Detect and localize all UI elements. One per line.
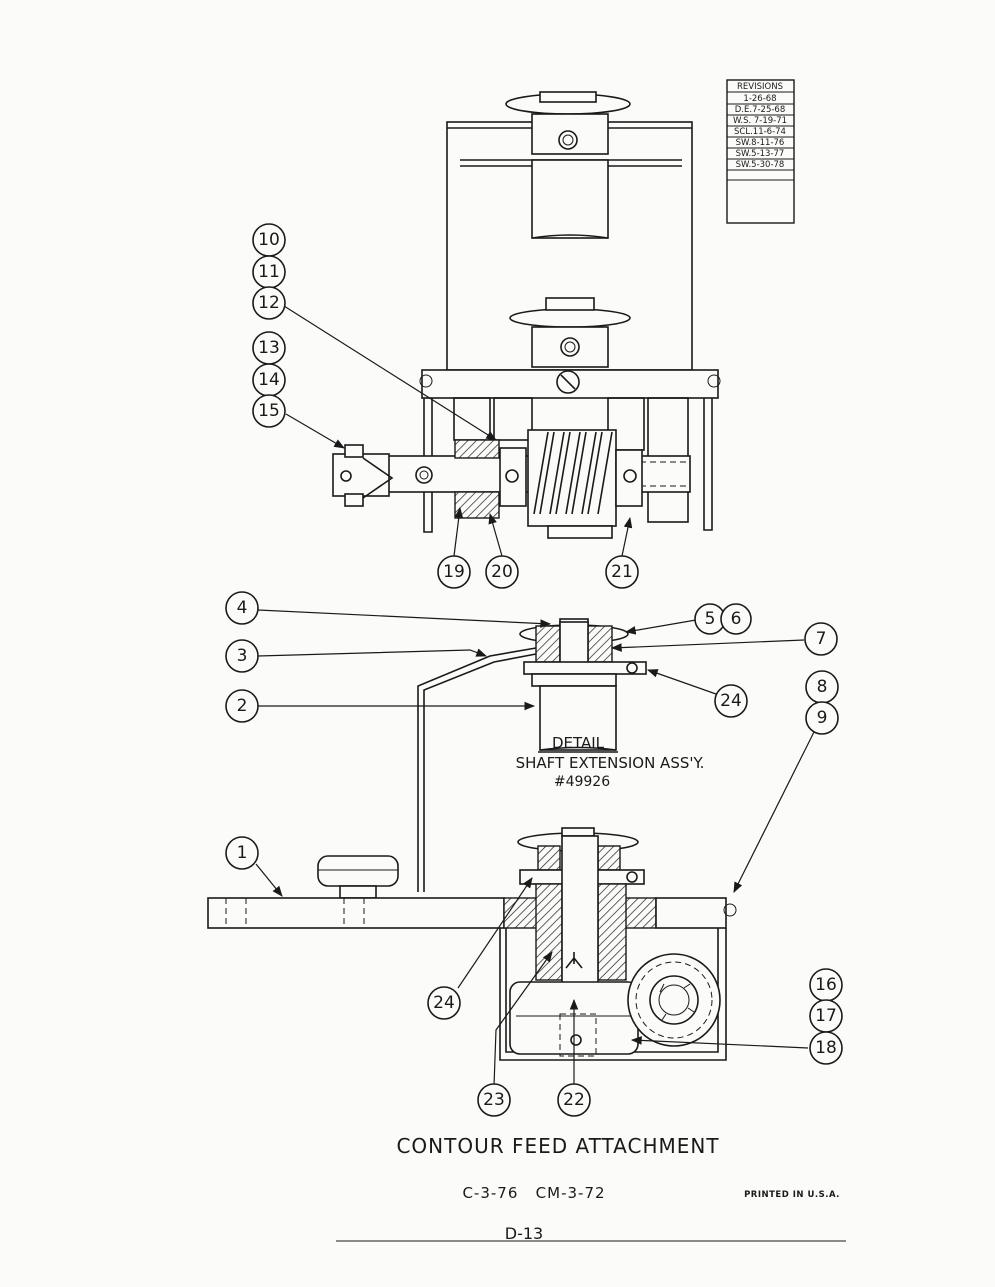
svg-text:18: 18 [815,1038,837,1058]
svg-text:3: 3 [237,646,248,666]
callout-17: 17 [809,999,843,1033]
printed-in-usa: PRINTED IN U.S.A. [744,1190,840,1200]
callout-19: 19 [437,555,471,589]
callout-10: 10 [252,223,286,257]
svg-text:1: 1 [237,843,248,863]
callout-13: 13 [252,331,286,365]
callout-23: 23 [477,1083,511,1117]
callout-6: 6 [720,603,752,635]
callout-4: 4 [225,591,259,625]
revision-entry: D.E.7-25-68 [735,105,786,115]
svg-text:8: 8 [817,677,828,697]
callout-15: 15 [252,394,286,428]
svg-text:2: 2 [237,696,248,716]
svg-text:19: 19 [443,562,465,582]
detail-name: SHAFT EXTENSION ASS'Y. [516,754,705,772]
svg-text:24: 24 [720,691,742,711]
revisions-header: REVISIONS [737,82,783,92]
svg-text:16: 16 [815,975,837,995]
callout-14: 14 [252,363,286,397]
revision-entry: SW.5-30-78 [736,160,785,170]
svg-text:7: 7 [816,629,827,649]
svg-text:9: 9 [817,708,828,728]
callout-24: 24 [714,684,748,718]
svg-text:11: 11 [258,262,280,282]
table-section-view [207,827,737,1061]
callout-24-lower: 24 [427,986,461,1020]
svg-text:21: 21 [611,562,633,582]
svg-text:24: 24 [433,993,455,1013]
revision-entry: W.S. 7-19-71 [733,116,787,126]
worm-gear-assembly [332,91,721,539]
revisions-table: REVISIONS 1-26-68 D.E.7-25-68 W.S. 7-19-… [726,79,795,224]
svg-text:23: 23 [483,1090,505,1110]
svg-text:22: 22 [563,1090,585,1110]
drawing-numbers: C-3-76 CM-3-72 [462,1184,605,1202]
callout-2: 2 [225,689,259,723]
svg-text:15: 15 [258,401,280,421]
svg-text:6: 6 [731,609,742,629]
revision-entry: SW.5-13-77 [736,149,785,159]
revision-entry: SCL.11-6-74 [734,127,786,137]
callout-7: 7 [804,622,838,656]
svg-text:4: 4 [237,598,248,618]
page-number: D-13 [505,1224,543,1243]
svg-text:5: 5 [705,609,716,629]
svg-text:17: 17 [815,1006,837,1026]
callout-12: 12 [252,286,286,320]
svg-text:20: 20 [491,562,513,582]
callout-22: 22 [557,1083,591,1117]
callout-3: 3 [225,639,259,673]
detail-label: DETAIL [552,734,605,752]
revision-entry: SW.8-11-76 [736,138,785,148]
callout-1: 1 [225,836,259,870]
svg-text:12: 12 [258,293,280,313]
svg-text:10: 10 [258,230,280,250]
callout-20: 20 [485,555,519,589]
callout-9: 9 [805,701,839,735]
drawing-title: CONTOUR FEED ATTACHMENT [396,1134,719,1158]
callout-18: 18 [809,1031,843,1065]
detail-part-number: #49926 [554,774,610,790]
callout-21: 21 [605,555,639,589]
svg-text:13: 13 [258,338,280,358]
shaft-extension-detail: DETAIL SHAFT EXTENSION ASS'Y. #49926 [417,618,705,892]
leader-lines [255,305,815,1087]
callout-8: 8 [805,670,839,704]
callout-11: 11 [252,255,286,289]
callout-16: 16 [809,968,843,1002]
revision-entry: 1-26-68 [743,94,776,104]
svg-text:14: 14 [258,370,280,390]
